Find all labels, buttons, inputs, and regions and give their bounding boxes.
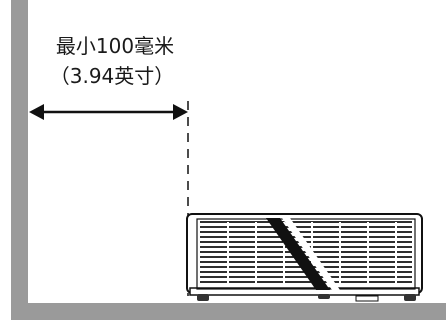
projector-foot-left [197,294,209,301]
projector-foot-right [404,294,416,301]
wall [11,0,28,320]
diagonal-highlight [282,218,340,290]
projector-foot-center [318,294,330,299]
projector-diagonal-accent [266,218,340,290]
clearance-label-imperial: （3.94英寸） [49,64,175,88]
floor [11,303,446,320]
diagonal-stripe [266,218,330,290]
clearance-arrow [29,104,188,120]
projector-latch [355,295,379,302]
projector-base [189,287,420,296]
clearance-label-metric: 最小100毫米 [55,34,175,58]
vent-frame [196,218,416,290]
projector [186,213,423,302]
